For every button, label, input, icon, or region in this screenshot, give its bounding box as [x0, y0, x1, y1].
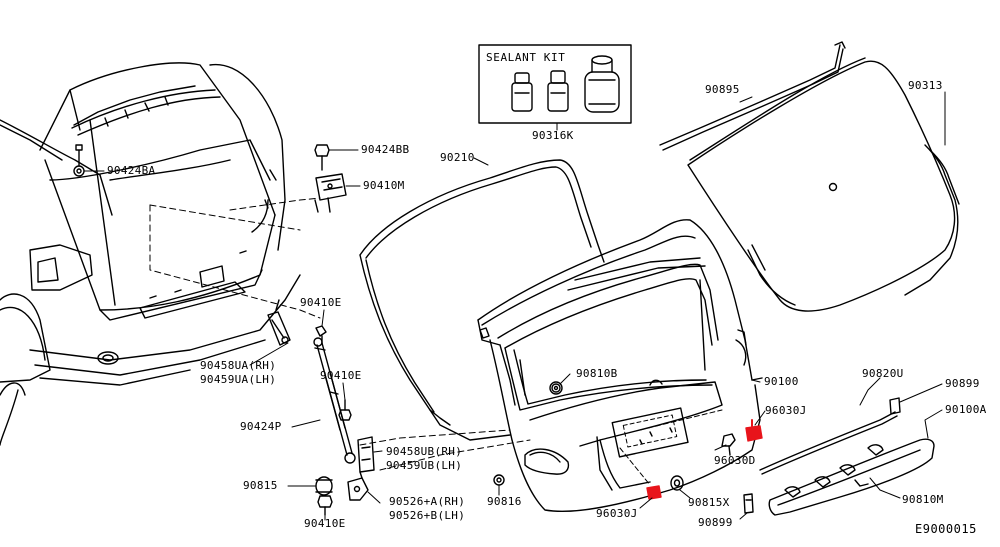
bracket-90410M [314, 173, 347, 213]
label-90410E-middle: 90410E [320, 369, 362, 382]
label-90810M: 90810M [902, 493, 944, 506]
sealant-bottle-small [511, 72, 533, 112]
label-90424BA: 90424BA [107, 164, 156, 177]
back-glass [687, 57, 960, 312]
label-90316K: 90316K [532, 129, 574, 142]
hinge-90458UA [267, 299, 291, 346]
finisher-90100A [768, 438, 935, 516]
label-90459UA: 90459UA(LH) [200, 373, 277, 386]
screw-96030D [721, 433, 736, 456]
label-90526B: 90526+B(LH) [389, 509, 466, 522]
label-90459UB: 90459UB(LH) [386, 459, 463, 472]
clip-90899-upper [889, 397, 901, 415]
label-96030D: 96030D [714, 454, 756, 467]
back-door-panel [359, 219, 763, 512]
weatherstrip-seal [359, 159, 605, 441]
label-90899-upper: 90899 [945, 377, 980, 390]
label-90810B: 90810B [576, 367, 618, 380]
clip-90816 [493, 474, 505, 486]
sealant-kit-box [478, 44, 632, 131]
bracket-90526 [347, 477, 369, 501]
bolt-90424BB [314, 144, 330, 171]
clip-90899-lower [743, 493, 754, 514]
label-90526A: 90526+A(RH) [389, 495, 466, 508]
label-90424P: 90424P [240, 420, 282, 433]
label-90100: 90100 [764, 375, 799, 388]
label-90458UA: 90458UA(RH) [200, 359, 277, 372]
clip-96030J-upper-highlighted [745, 419, 763, 442]
garnish-90820U [759, 411, 898, 475]
label-96030J-lower: 96030J [596, 507, 638, 520]
label-90410E-upper: 90410E [300, 296, 342, 309]
label-90458UB: 90458UB(RH) [386, 445, 463, 458]
label-90210: 90210 [440, 151, 475, 164]
label-90313: 90313 [908, 79, 943, 92]
clip-96030J-lower-highlighted [646, 485, 662, 500]
nut-90410E-middle [338, 399, 352, 421]
nut-90810B [549, 381, 563, 395]
label-90816: 90816 [487, 495, 522, 508]
molding-90895 [659, 41, 846, 151]
label-90895: 90895 [705, 83, 740, 96]
nut-90410E-upper [315, 325, 327, 345]
bumper-90815X [670, 475, 684, 491]
label-90815X: 90815X [688, 496, 730, 509]
label-96030J-upper: 96030J [765, 404, 807, 417]
label-90100A: 90100A [945, 403, 987, 416]
bumper-90815 [315, 476, 333, 496]
label-90424BB: 90424BB [361, 143, 410, 156]
sealant-bottle-medium [547, 70, 569, 112]
nut-90410E-lower [317, 495, 333, 516]
label-90815: 90815 [243, 479, 278, 492]
label-90820U: 90820U [862, 367, 904, 380]
sealant-can-large [584, 55, 620, 113]
gas-stay-90424P [313, 337, 356, 464]
vehicle-body-drawing [0, 62, 321, 446]
hinge-90458UB [357, 436, 375, 479]
sealant-kit-title: SEALANT KIT [486, 51, 566, 64]
leader-lines [83, 91, 946, 521]
label-90410M: 90410M [363, 179, 405, 192]
label-90410E-lower: 90410E [304, 517, 346, 530]
diagram-code: E9000015 [915, 522, 977, 536]
label-90899-lower: 90899 [698, 516, 733, 529]
